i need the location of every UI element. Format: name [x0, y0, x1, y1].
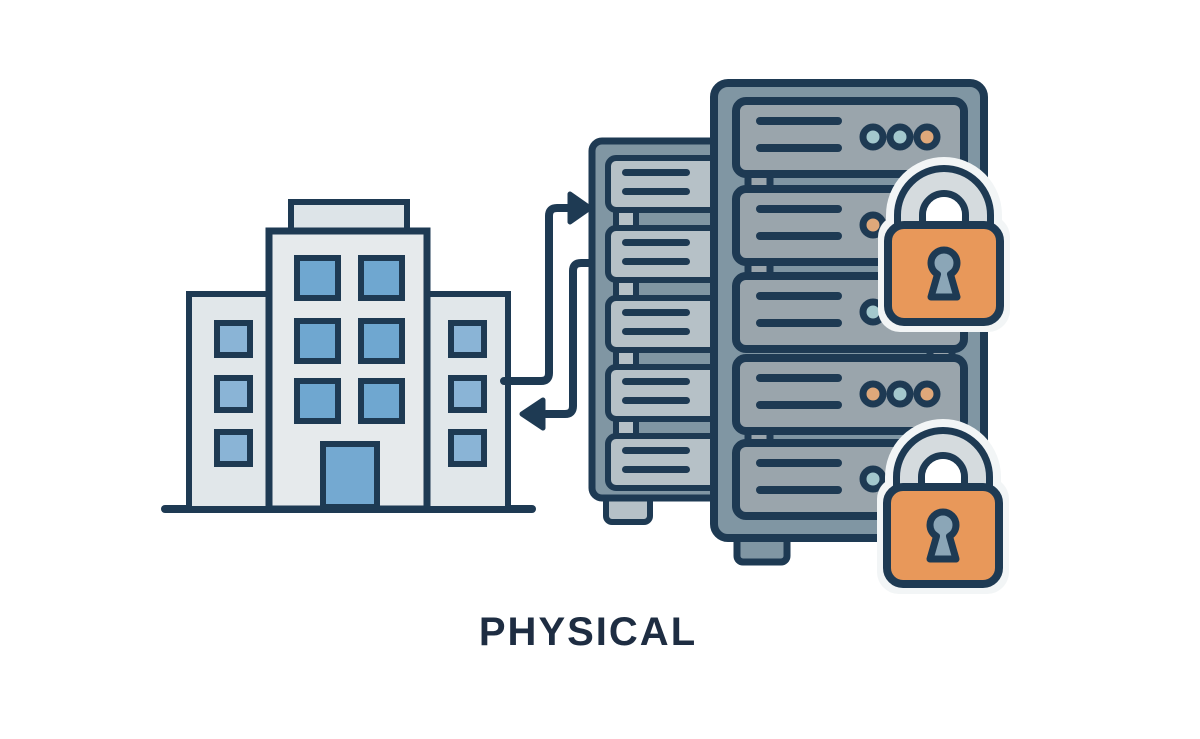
server-unit-slots	[756, 117, 842, 494]
tower-window	[358, 255, 405, 301]
led-teal	[886, 380, 914, 408]
building-door	[320, 441, 380, 510]
wing-window	[214, 375, 253, 413]
server-rack-small-icon	[588, 137, 743, 525]
led-orange	[913, 123, 941, 151]
building-right-wing	[423, 291, 511, 512]
led-orange	[913, 380, 941, 408]
tower-window	[358, 318, 405, 364]
padlock-icon-lower	[877, 443, 1009, 594]
arrow-to-building-line	[542, 259, 600, 418]
wing-window	[214, 429, 253, 467]
tower-window	[358, 378, 405, 424]
led-orange	[859, 380, 887, 408]
tower-window	[294, 255, 341, 301]
data-flow-arrows	[500, 191, 600, 431]
arrow-left-icon	[519, 397, 546, 431]
wing-window	[448, 375, 487, 413]
status-led-icons	[859, 123, 941, 493]
padlock-icon-upper	[878, 181, 1010, 332]
wing-window	[448, 429, 487, 467]
server-unit-slots	[622, 169, 690, 473]
led-teal	[859, 123, 887, 151]
led-teal	[886, 123, 914, 151]
illustration-caption: PHYSICAL	[478, 610, 698, 654]
wing-window	[448, 320, 487, 358]
office-building-icon	[161, 199, 536, 513]
wing-window	[214, 320, 253, 358]
tower-window	[294, 318, 341, 364]
arrow-to-servers-line	[500, 204, 578, 385]
led-teal	[859, 465, 887, 493]
tower-window	[294, 378, 341, 424]
arrow-right-icon	[567, 191, 593, 225]
